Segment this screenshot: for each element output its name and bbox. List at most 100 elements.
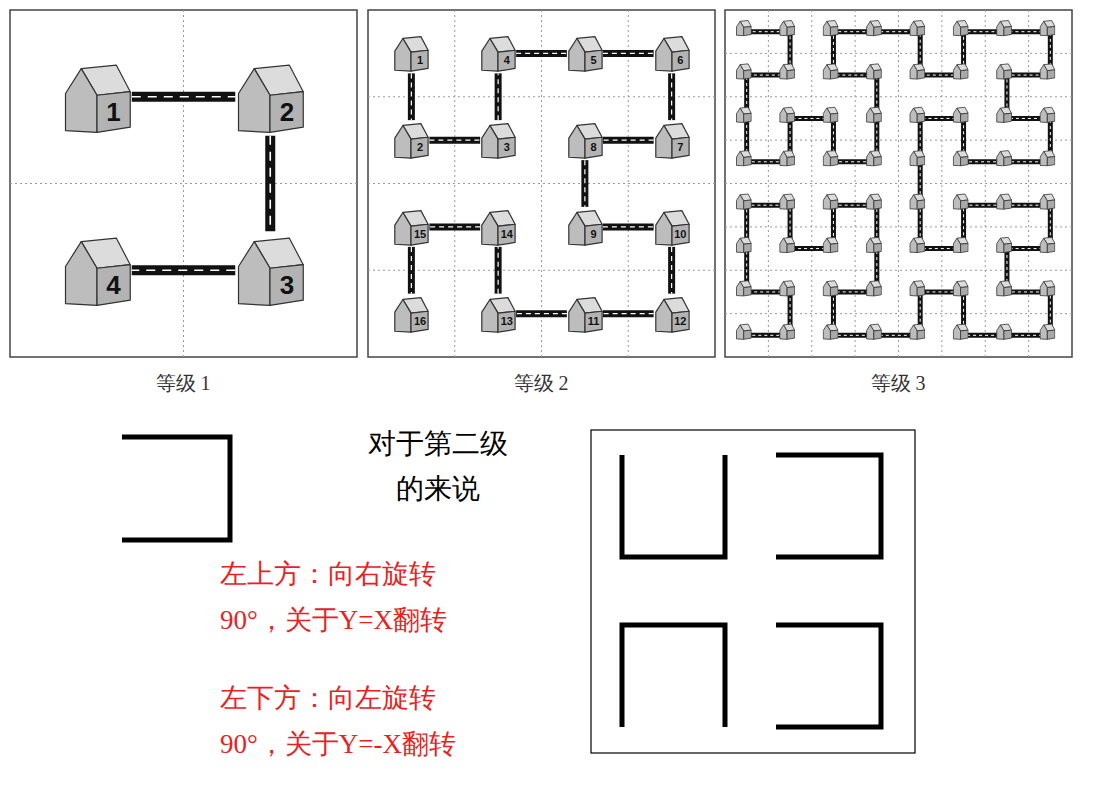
house-shape xyxy=(62,58,132,136)
grid-line xyxy=(898,10,899,357)
rule-note: 左下方：向左旋转 90°，关于Y=-X翻转 xyxy=(220,675,495,768)
road-connector xyxy=(498,247,499,294)
house-wall xyxy=(672,137,689,158)
numbered-house: 2 xyxy=(235,58,305,136)
house-number: 2 xyxy=(412,139,429,156)
panel-frame xyxy=(10,10,357,357)
house-number: 8 xyxy=(585,139,602,156)
house-number: 11 xyxy=(585,313,602,330)
grid-line xyxy=(725,226,1072,227)
house-wall xyxy=(585,224,602,245)
house-gable xyxy=(655,299,671,332)
road xyxy=(516,50,567,57)
small-house xyxy=(736,281,751,296)
small-house xyxy=(1040,20,1055,35)
house-number: 3 xyxy=(271,269,303,302)
house-gable xyxy=(482,126,498,159)
house-gable xyxy=(655,126,671,159)
house-gable xyxy=(65,68,97,132)
small-house xyxy=(910,281,925,296)
house-number: 2 xyxy=(271,95,303,128)
small-house xyxy=(823,324,838,339)
grid-line xyxy=(1028,10,1029,357)
small-house xyxy=(953,151,968,166)
level3-curve xyxy=(736,20,1054,339)
house-wall xyxy=(585,51,602,72)
house-shape xyxy=(654,207,690,247)
small-house xyxy=(867,324,882,339)
house-gable xyxy=(655,39,671,72)
road xyxy=(516,310,567,317)
panel-frame xyxy=(725,10,1072,357)
top-right-shape xyxy=(776,455,881,557)
house-shape xyxy=(480,120,516,160)
small-house xyxy=(953,194,968,209)
house-number: 5 xyxy=(585,53,602,70)
house-gable xyxy=(395,299,411,332)
bottom-right-shape xyxy=(776,625,881,727)
house-shape xyxy=(235,58,305,136)
road-connector xyxy=(132,270,236,271)
road-marking xyxy=(429,226,480,227)
quadrant-frame xyxy=(591,430,915,753)
house-wall xyxy=(411,137,428,158)
small-house xyxy=(780,64,795,79)
house-number: 14 xyxy=(498,226,515,243)
grid-line xyxy=(368,183,715,184)
small-house xyxy=(997,107,1012,122)
small-house xyxy=(867,281,882,296)
house-shape xyxy=(62,231,132,309)
house-number: 7 xyxy=(672,139,689,156)
small-house xyxy=(910,20,925,35)
small-house xyxy=(910,324,925,339)
road xyxy=(668,73,675,120)
numbered-house: 15 xyxy=(393,207,429,247)
small-house xyxy=(953,107,968,122)
level-panels xyxy=(10,10,1072,357)
house-shape xyxy=(654,120,690,160)
house-gable xyxy=(239,68,271,132)
house-number: 4 xyxy=(498,53,515,70)
house-shape xyxy=(567,207,603,247)
road-connector xyxy=(671,247,672,294)
small-house xyxy=(780,107,795,122)
house-number: 4 xyxy=(97,269,129,302)
road-marking xyxy=(603,226,654,227)
small-house xyxy=(823,151,838,166)
house-wall xyxy=(672,311,689,332)
house-shape xyxy=(235,231,305,309)
road-marking xyxy=(429,140,480,141)
road-marking xyxy=(603,53,654,54)
note-text: 对于第二级 的来说 xyxy=(355,422,520,512)
small-house xyxy=(997,151,1012,166)
small-house xyxy=(867,237,882,252)
house-shape xyxy=(393,33,429,73)
small-house xyxy=(823,237,838,252)
numbered-house: 8 xyxy=(567,120,603,160)
road-connector xyxy=(429,140,480,141)
grid-line xyxy=(725,270,1072,271)
grid-line xyxy=(725,313,1072,314)
numbered-house: 6 xyxy=(654,33,690,73)
grid-line xyxy=(368,270,715,271)
road xyxy=(581,160,588,207)
panel-frame xyxy=(368,10,715,357)
small-house xyxy=(953,237,968,252)
road-connector xyxy=(132,96,236,97)
house-gable xyxy=(482,212,498,245)
house-number: 12 xyxy=(672,313,689,330)
house-wall xyxy=(498,224,515,245)
small-house xyxy=(910,194,925,209)
road-marking xyxy=(671,73,672,120)
road xyxy=(668,247,675,294)
small-house xyxy=(867,64,882,79)
road-connector xyxy=(411,247,412,294)
road-marking xyxy=(269,136,271,232)
road-connector xyxy=(603,140,654,141)
road xyxy=(408,73,415,120)
numbered-house: 4 xyxy=(62,231,132,309)
road-connector xyxy=(498,73,499,120)
house-wall xyxy=(270,265,303,306)
numbered-house: 10 xyxy=(654,207,690,247)
